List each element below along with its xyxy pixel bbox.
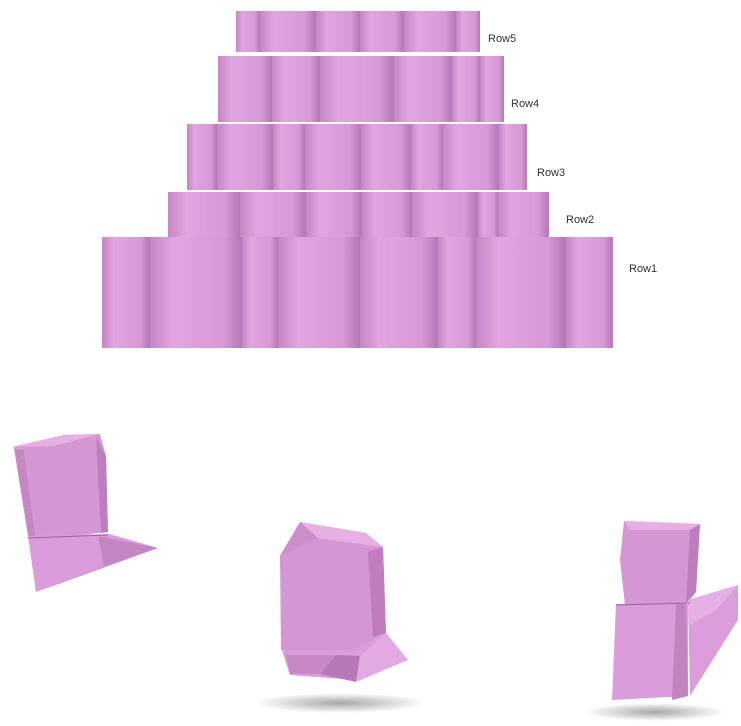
row-label-1: Row1 (629, 263, 657, 275)
pyramid-row-1: Row1 (102, 237, 657, 348)
row-label-4: Row4 (511, 98, 539, 110)
row-label-2: Row2 (566, 214, 594, 226)
row-label-3: Row3 (537, 167, 565, 179)
pyramid-row-3: Row3 (187, 124, 565, 190)
block-center (254, 522, 426, 713)
pyramid: Row5 Row4 Row3 (102, 11, 657, 348)
pyramid-row-5: Row5 (236, 11, 516, 52)
pyramid-row-2: Row2 (168, 192, 594, 238)
row-label-5: Row5 (488, 33, 516, 45)
block-right (585, 521, 738, 721)
pyramid-row-4: Row4 (218, 56, 539, 122)
block-left (12, 434, 158, 592)
